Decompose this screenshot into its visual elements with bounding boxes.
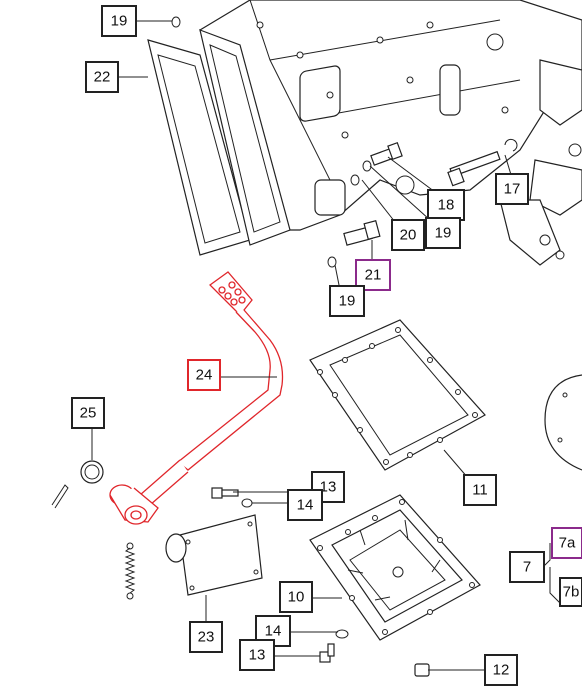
callout-c10: 10: [279, 581, 313, 613]
callout-c18: 18: [427, 189, 465, 221]
bolt-13-upper: [211, 487, 239, 499]
ring-25: [80, 460, 104, 484]
bolt-18: [370, 141, 403, 166]
washer-14-lower: [335, 629, 349, 639]
callout-c23: 23: [189, 621, 223, 653]
bolt-21: [343, 219, 381, 246]
plate-23: [165, 514, 263, 596]
callout-c19c: 19: [329, 285, 365, 317]
callout-c7: 7: [509, 551, 545, 583]
callout-label: 13: [249, 647, 266, 664]
callout-c17: 17: [495, 173, 529, 205]
callout-c20: 20: [391, 219, 425, 251]
callout-c19b: 19: [425, 217, 461, 249]
callout-label: 17: [504, 181, 521, 198]
callout-label: 22: [94, 69, 111, 86]
callout-label: 19: [435, 225, 452, 242]
callout-box: [71, 397, 105, 429]
callout-box: [425, 217, 461, 249]
cover-partial: [544, 374, 582, 471]
callout-label: 23: [198, 629, 215, 646]
callout-label: 20: [400, 227, 417, 244]
callout-label: 19: [111, 13, 128, 30]
tray-10: [309, 494, 481, 641]
callout-box: [101, 5, 137, 37]
callout-box: [189, 621, 223, 653]
callout-label: 18: [438, 197, 455, 214]
callout-label: 21: [365, 267, 382, 284]
spring: [124, 542, 136, 600]
callout-label: 24: [196, 367, 213, 384]
callout-label: 12: [493, 662, 510, 679]
callout-c7a: 7a: [551, 527, 582, 559]
callout-box: [484, 654, 518, 686]
callout-c12: 12: [484, 654, 518, 686]
callout-c19a: 19: [101, 5, 137, 37]
callout-label: 14: [265, 623, 282, 640]
callout-c11: 11: [463, 474, 497, 506]
washer-14-upper: [241, 498, 253, 508]
callout-box: [551, 527, 582, 559]
washers-19-20: [171, 16, 372, 268]
callout-box: [287, 489, 323, 521]
callout-label: 11: [472, 482, 488, 499]
callout-c14a: 14: [287, 489, 323, 521]
callout-box: [329, 285, 365, 317]
callout-box: [559, 577, 582, 607]
cotter-pin: [51, 484, 69, 509]
callout-box: [239, 639, 275, 671]
callout-box: [495, 173, 529, 205]
callout-label: 14: [297, 497, 314, 514]
callout-label: 10: [288, 589, 305, 606]
callout-label: 7b: [563, 584, 580, 601]
callout-box: [427, 189, 465, 221]
callout-box: [463, 474, 497, 506]
transmission-housing: [199, 0, 582, 231]
callout-box: [187, 359, 221, 391]
callout-label: 19: [339, 293, 356, 310]
callout-c13b: 13: [239, 639, 275, 671]
callout-label: 7: [523, 559, 531, 576]
callout-c7b: 7b: [559, 577, 582, 607]
callout-box: [509, 551, 545, 583]
callout-box: [279, 581, 313, 613]
plug-12: [414, 663, 430, 677]
callout-box: [85, 61, 119, 93]
callout-label: 25: [80, 405, 97, 422]
bolt-13-lower: [319, 643, 335, 663]
gasket-22: [147, 29, 291, 256]
pedal-24: [109, 271, 284, 525]
callout-c25: 25: [71, 397, 105, 429]
lever-assembly: [499, 59, 582, 266]
callout-label: 7a: [559, 535, 576, 552]
bolt-17: [447, 138, 518, 187]
callouts: 19 22 18 17 20 19 21 19 24 25 11 13 14 7a 7 7b 10 23 14 13 1…: [71, 5, 582, 686]
callout-label: 13: [320, 479, 337, 496]
callout-c22: 22: [85, 61, 119, 93]
callout-box: [391, 219, 425, 251]
callout-c24: 24: [187, 359, 221, 391]
gasket-11: [309, 319, 486, 471]
